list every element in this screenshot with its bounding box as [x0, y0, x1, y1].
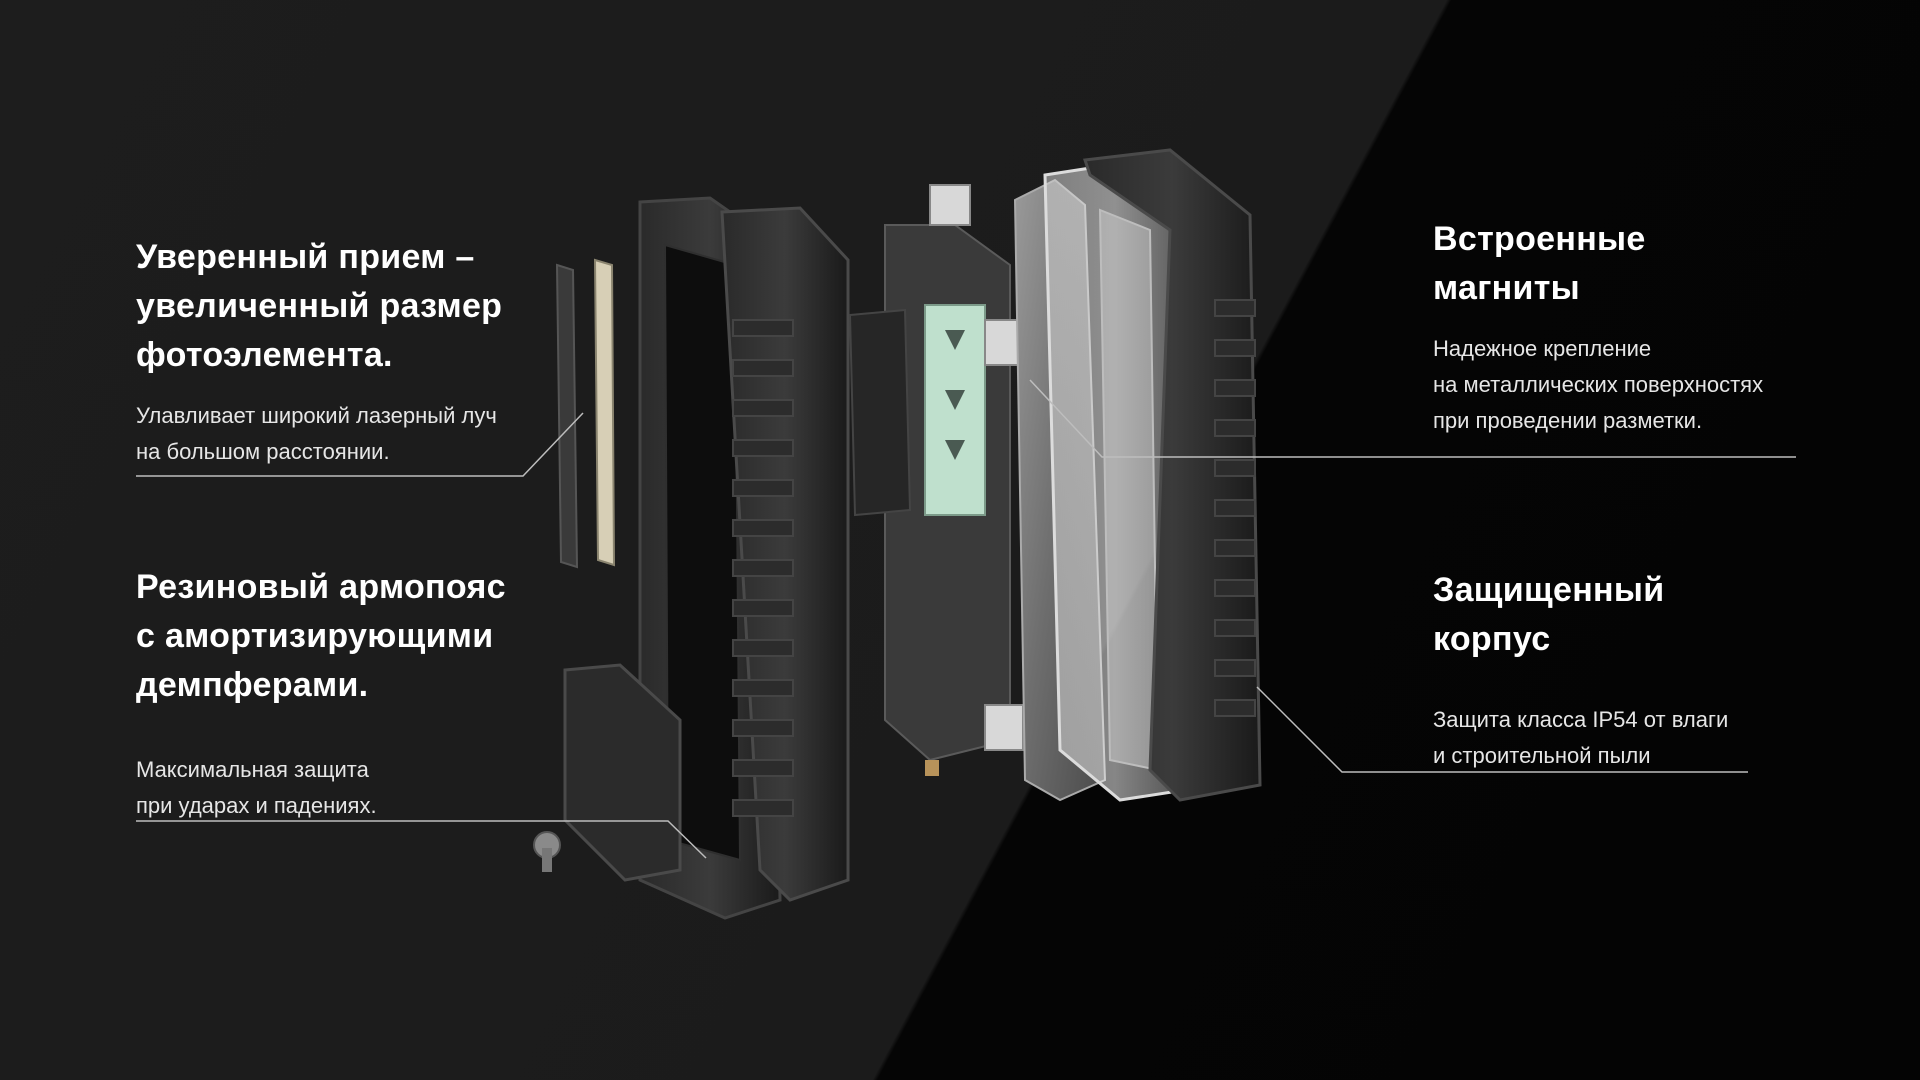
feature-bumper: Резиновый армопояс с амортизирующими дем…: [136, 563, 506, 824]
feature-grip-title-line: Уверенный прием –: [136, 238, 475, 276]
feature-magnets-desc-line: на металлических поверхностях: [1433, 372, 1764, 397]
brass-pin: [925, 760, 939, 776]
feature-bumper-description: Максимальная защита при ударах и падения…: [136, 752, 506, 824]
feature-magnets-desc-line: при проведении разметки.: [1433, 408, 1703, 433]
feature-grip-title: Уверенный прием – увеличенный размер фот…: [136, 233, 502, 380]
feature-housing-desc-line: Защита класса IP54 от влаги: [1433, 707, 1729, 732]
feature-bumper-title-line: Резиновый армопояс: [136, 568, 506, 606]
magnet-bottom: [984, 704, 1024, 751]
feature-bumper-title-line: с амортизирующими: [136, 617, 494, 655]
feature-housing-title-line: Защищенный: [1433, 571, 1665, 609]
feature-grip: Уверенный прием – увеличенный размер фот…: [136, 233, 502, 470]
feature-grip-title-line: фотоэлемента.: [136, 336, 393, 374]
feature-grip-desc-line: на большом расстоянии.: [136, 439, 390, 464]
feature-magnets: Встроенные магниты Надежное крепление на…: [1433, 215, 1763, 439]
sensor-lens-panel-dark: [555, 263, 579, 569]
feature-housing-desc-line: и строительной пыли: [1433, 743, 1651, 768]
feature-housing-title-line: корпус: [1433, 620, 1551, 658]
feature-grip-title-line: увеличенный размер: [136, 287, 503, 325]
feature-magnets-description: Надежное крепление на металлических пове…: [1433, 331, 1763, 439]
feature-housing-title: Защищенный корпус: [1433, 566, 1728, 664]
sensor-lens-panel-light: [593, 258, 616, 567]
feature-bumper-desc-line: Максимальная защита: [136, 757, 369, 782]
feature-magnets-title: Встроенные магниты: [1433, 215, 1763, 313]
feature-housing-description: Защита класса IP54 от влаги и строительн…: [1433, 702, 1728, 774]
feature-magnets-desc-line: Надежное крепление: [1433, 336, 1652, 361]
inner-chassis: [848, 184, 1026, 776]
feature-grip-description: Улавливает широкий лазерный луч на больш…: [136, 398, 502, 470]
feature-bumper-desc-line: при ударах и падениях.: [136, 793, 377, 818]
feature-grip-desc-line: Улавливает широкий лазерный луч: [136, 403, 497, 428]
feature-magnets-title-line: магниты: [1433, 269, 1580, 307]
feature-bumper-title-line: демпферами.: [136, 666, 369, 704]
feature-housing: Защищенный корпус Защита класса IP54 от …: [1433, 566, 1728, 774]
feature-bumper-title: Резиновый армопояс с амортизирующими дем…: [136, 563, 506, 710]
feature-magnets-title-line: Встроенные: [1433, 220, 1646, 258]
magnet-top: [929, 184, 971, 226]
